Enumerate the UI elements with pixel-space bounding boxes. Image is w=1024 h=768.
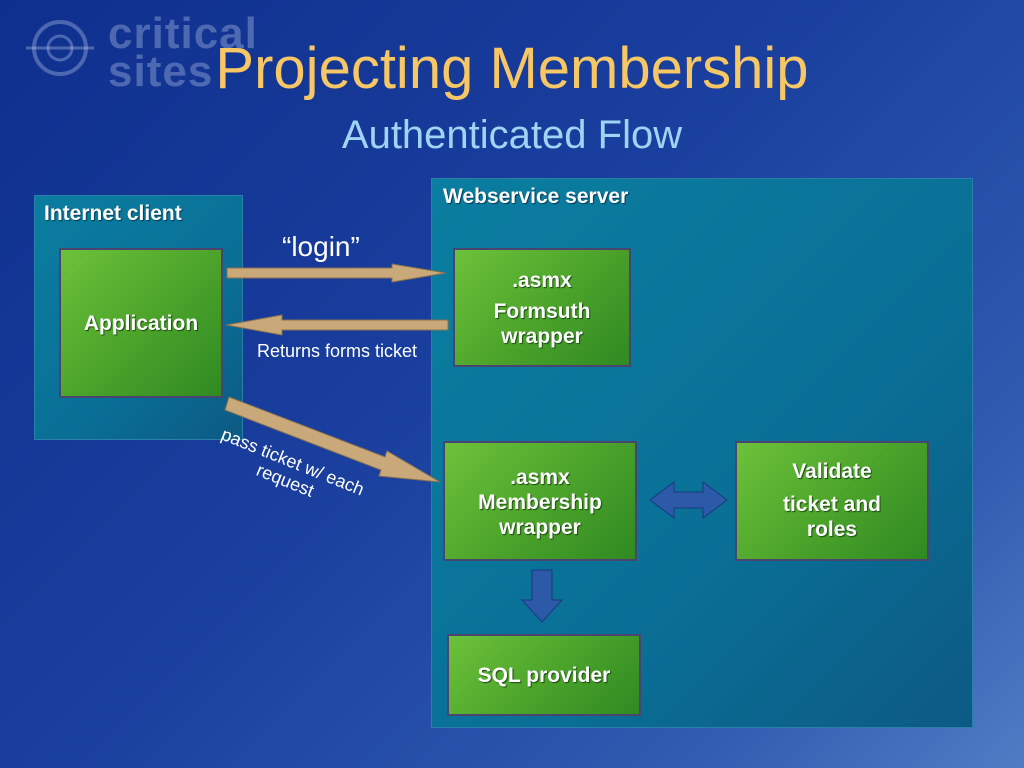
validate-line2: ticket and <box>782 493 882 516</box>
double-headed-arrow <box>649 481 728 519</box>
application-box-label: Application <box>83 311 199 335</box>
formsauth-line3: wrapper <box>501 325 583 348</box>
membership-wrapper-box: .asmx Membership wrapper <box>443 441 637 561</box>
logo-circle-icon <box>26 20 94 76</box>
webservice-server-label: Webservice server <box>443 185 629 208</box>
login-label: “login” <box>282 231 360 262</box>
logo-text-line1: critical <box>108 9 258 58</box>
validate-ticket-box: Validate ticket and roles <box>735 441 929 561</box>
validate-line1: Validate <box>792 460 872 483</box>
critical-sites-logo: critical sites <box>26 10 257 96</box>
slide-subtitle: Authenticated Flow <box>341 113 683 157</box>
logo-text-line2: sites <box>108 47 214 96</box>
returns-forms-ticket-label: Returns forms ticket <box>257 341 418 361</box>
application-box: Application <box>59 248 223 398</box>
login-arrow <box>226 263 447 283</box>
sql-provider-label: SQL provider <box>477 663 611 687</box>
validate-line3: roles <box>806 518 858 541</box>
internet-client-label: Internet client <box>44 202 182 225</box>
sql-provider-box: SQL provider <box>447 634 641 716</box>
formsauth-line2: Formsuth <box>493 300 591 323</box>
down-arrow <box>520 569 564 623</box>
membership-line1: .asmx <box>510 466 570 489</box>
membership-line2: Membership <box>478 491 602 514</box>
pass-ticket-arrow <box>224 396 441 483</box>
slide-title: Projecting Membership <box>215 36 809 101</box>
formsauth-line1: .asmx <box>512 269 572 292</box>
formsauth-wrapper-box: .asmx Formsuth wrapper <box>453 248 631 367</box>
returns-ticket-arrow <box>225 314 449 336</box>
membership-line3: wrapper <box>499 516 581 539</box>
